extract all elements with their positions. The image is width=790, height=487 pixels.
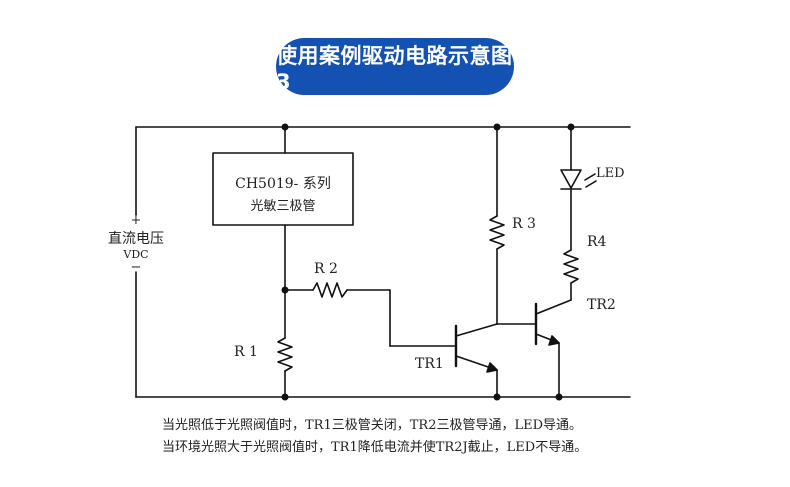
led-ray-2 bbox=[585, 180, 597, 188]
tr1-collector bbox=[455, 323, 498, 337]
note-line-2: 当环境光照大于光照阀值时，TR1降低电流并使TR2J截止，LED不导通。 bbox=[162, 440, 588, 455]
junction-dot bbox=[281, 286, 289, 294]
r2-resistor bbox=[312, 282, 348, 298]
supply-plus: + bbox=[131, 213, 142, 228]
tr2-collector bbox=[535, 299, 572, 315]
tr1-label: TR1 bbox=[415, 356, 444, 372]
junction-dot bbox=[555, 393, 563, 401]
r1-resistor bbox=[277, 337, 293, 372]
r4-resistor bbox=[563, 249, 579, 284]
junction-dot bbox=[567, 123, 575, 131]
junction-dot bbox=[493, 393, 501, 401]
tr2-label: TR2 bbox=[587, 297, 616, 313]
ic-label-line1: CH5019- 系列 bbox=[235, 176, 331, 192]
led-symbol bbox=[560, 169, 582, 189]
r1-label: R 1 bbox=[234, 344, 258, 360]
junction-dot bbox=[493, 123, 501, 131]
diagram-title: 使用案例驱动电路示意图3 bbox=[276, 38, 514, 95]
r2-label: R 2 bbox=[314, 261, 338, 277]
r3-resistor bbox=[489, 215, 505, 250]
ic-box bbox=[212, 152, 354, 226]
tr2-emitter-arrow bbox=[548, 335, 560, 346]
supply-unit: VDC bbox=[122, 248, 148, 261]
r4-label: R4 bbox=[587, 234, 607, 250]
supply-label: 直流电压 bbox=[108, 230, 164, 247]
junction-dot bbox=[281, 393, 289, 401]
ic-label-line2: 光敏三极管 bbox=[250, 199, 315, 214]
led-ray-1 bbox=[584, 173, 596, 181]
junction-dot bbox=[281, 123, 289, 131]
tr1-emitter-arrow bbox=[486, 362, 498, 373]
supply-minus: − bbox=[131, 260, 142, 275]
note-line-1: 当光照低于光照阀值时，TR1三极管关闭，TR2三极管导通，LED导通。 bbox=[162, 418, 583, 433]
led-label: LED bbox=[596, 166, 625, 181]
r3-label: R 3 bbox=[512, 216, 536, 232]
